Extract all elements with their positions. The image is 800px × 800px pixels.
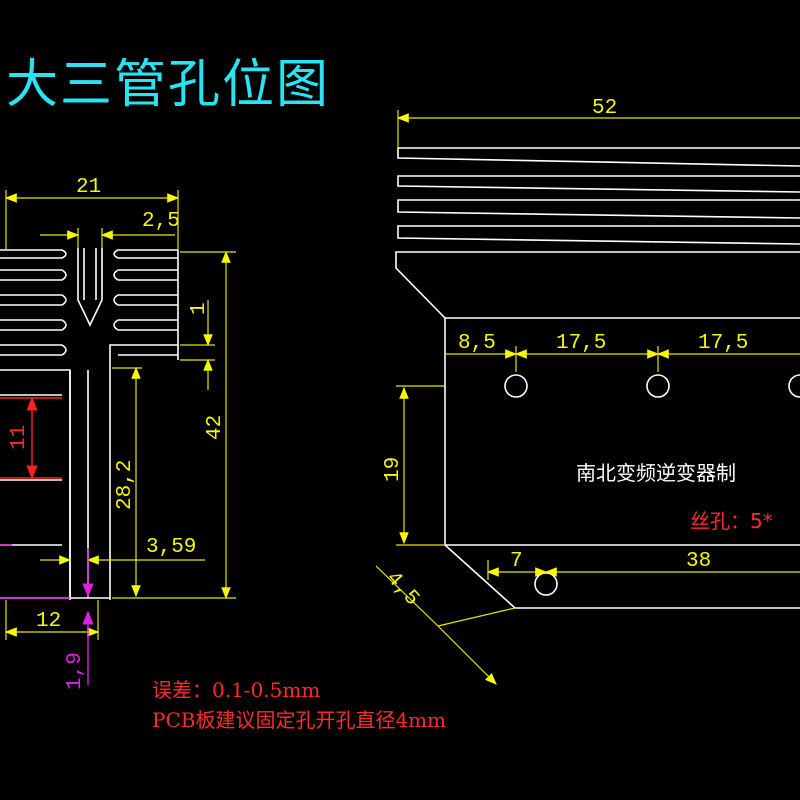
- dim-2-5: 2,5: [142, 210, 180, 233]
- dim-21: 21: [76, 176, 101, 199]
- bottom-hole: [534, 572, 558, 596]
- mount-hole-2: [646, 374, 670, 398]
- dim-17-5-b: 17,5: [698, 332, 748, 355]
- dim-11: 11: [8, 425, 31, 450]
- front-view: 52 8,5 17,5 17,5 19 7 38 4,5 南北变频逆变器制 丝孔…: [375, 97, 800, 685]
- dim-42: 42: [204, 415, 227, 440]
- dim-3-59: 3,59: [146, 536, 196, 559]
- dim-17-5-a: 17,5: [556, 332, 606, 355]
- dim-19: 19: [382, 457, 405, 482]
- maker-label: 南北变频逆变器制: [576, 461, 736, 485]
- center-slot: [77, 248, 103, 327]
- mount-hole-1: [504, 374, 528, 398]
- side-view: 21 2,5 42 1 28,2 3,59 12 11 1,9: [0, 176, 236, 690]
- dim-4-5: 4,5: [381, 567, 423, 610]
- page-title: 大三管孔位图: [6, 55, 331, 115]
- dim-28-2: 28,2: [114, 460, 137, 510]
- pcb-hole-note: PCB板建议固定孔开孔直径4mm: [152, 708, 447, 732]
- mount-hole-3: [788, 374, 800, 398]
- dim-1: 1: [188, 302, 211, 315]
- dim-8-5: 8,5: [458, 332, 496, 355]
- tolerance-note: 误差：0.1-0.5mm: [152, 678, 321, 702]
- thread-label: 丝孔：5*: [690, 509, 773, 533]
- right-fins: [109, 249, 179, 600]
- dim-38: 38: [686, 550, 711, 573]
- dim-7: 7: [510, 550, 523, 573]
- dim-52: 52: [592, 97, 617, 120]
- top-fins: [395, 147, 800, 319]
- base-web: [69, 370, 89, 598]
- dim-1-9: 1,9: [64, 652, 87, 690]
- slot-inner: [83, 248, 97, 300]
- dim-12: 12: [36, 610, 61, 633]
